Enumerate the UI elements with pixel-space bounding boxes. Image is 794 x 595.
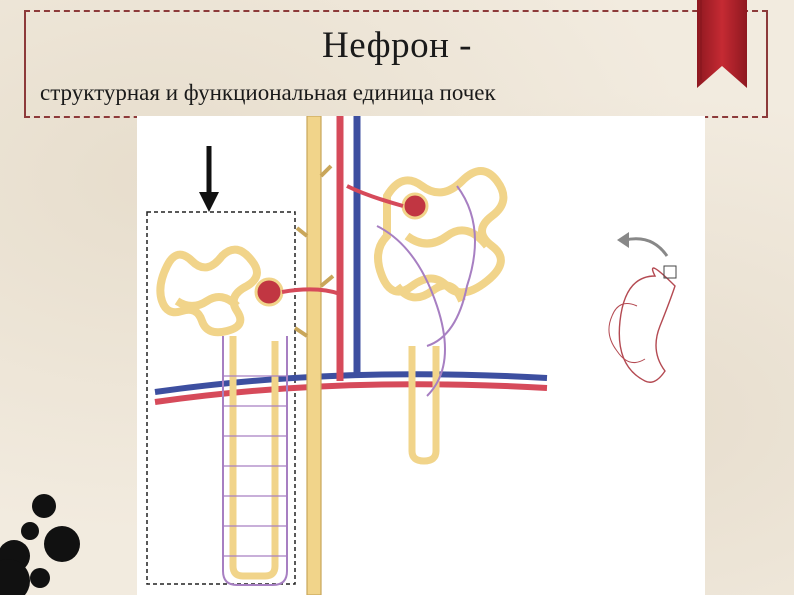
glomerulus bbox=[403, 194, 427, 218]
loop-of-henle bbox=[412, 346, 436, 461]
pointer-arrow-icon bbox=[199, 146, 219, 212]
page-subtitle: структурная и функциональная единица поч… bbox=[40, 80, 496, 106]
cortical-nephron bbox=[347, 171, 503, 461]
ink-blots-decoration bbox=[0, 486, 100, 595]
nephron-diagram bbox=[137, 116, 705, 595]
loop-of-henle bbox=[233, 336, 275, 576]
kidney-inset-icon bbox=[609, 232, 676, 382]
collecting-duct bbox=[295, 116, 333, 595]
page-title: Нефрон - bbox=[0, 24, 794, 67]
glomerulus bbox=[256, 279, 282, 305]
inset-arrow-icon bbox=[625, 239, 667, 256]
